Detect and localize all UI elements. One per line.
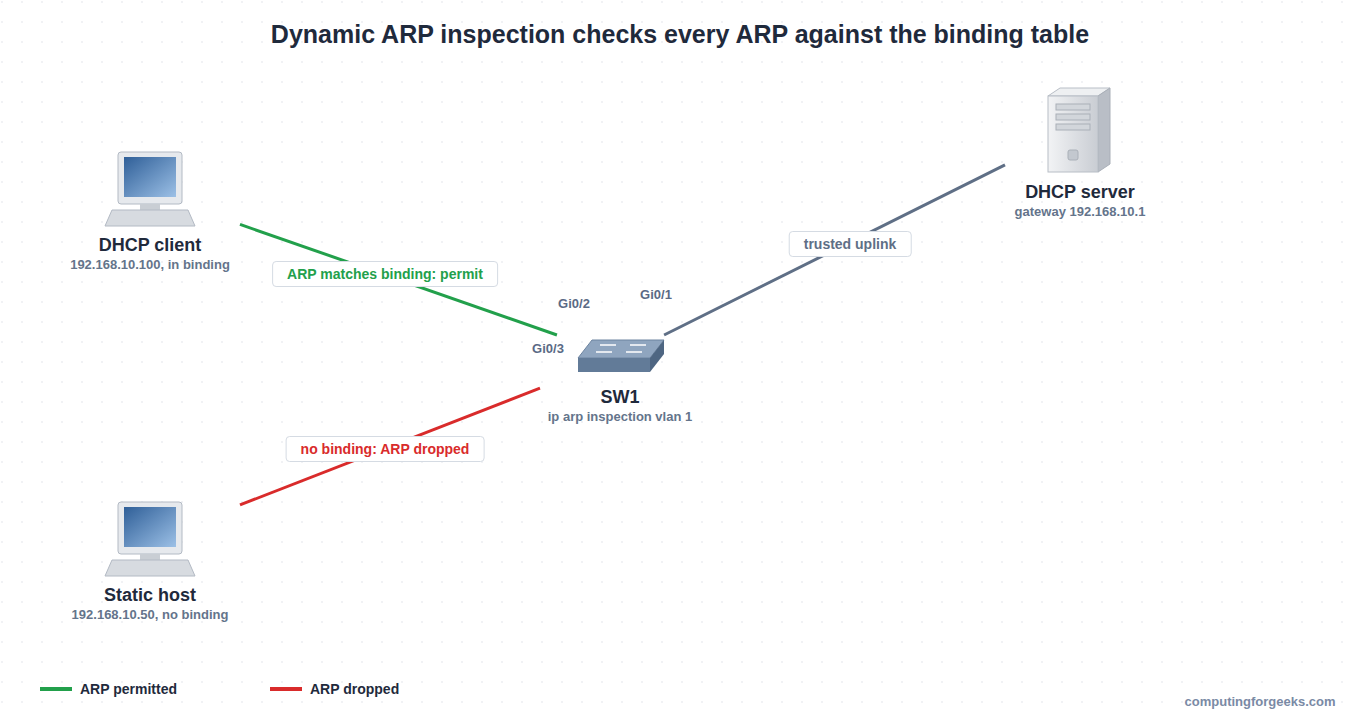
laptop-icon [105, 502, 195, 576]
legend-swatch [40, 687, 72, 691]
node-detail: 192.168.10.100, in binding [70, 256, 230, 274]
node-detail: gateway 192.168.10.1 [1015, 203, 1146, 221]
edge-label: trusted uplink [789, 231, 912, 257]
server-icon [1048, 88, 1110, 172]
server-node: DHCP servergateway 192.168.10.1 [1005, 85, 1155, 225]
diagram-title: Dynamic ARP inspection checks every ARP … [0, 20, 1360, 49]
edge-label: no binding: ARP dropped [286, 436, 485, 462]
node-title: Static host [104, 584, 196, 606]
port-label: Gi0/2 [558, 296, 590, 311]
node-detail: ip arp inspection vlan 1 [548, 408, 692, 426]
link-line [664, 165, 1005, 335]
laptop-icon [105, 152, 195, 226]
node-title: SW1 [600, 386, 639, 408]
legend-text: ARP dropped [310, 681, 399, 697]
port-label: Gi0/3 [532, 341, 564, 356]
switch-icon [578, 340, 664, 372]
legend-item: ARP dropped [270, 681, 399, 697]
legend-swatch [270, 687, 302, 691]
link-line [240, 388, 540, 505]
switch-node: SW1ip arp inspection vlan 1 [540, 335, 700, 430]
watermark: computingforgeeks.com [1185, 694, 1336, 709]
node-detail: 192.168.10.50, no binding [72, 606, 229, 624]
node-title: DHCP server [1025, 181, 1135, 203]
link-line [240, 224, 557, 335]
node-title: DHCP client [99, 234, 202, 256]
edge-label: ARP matches binding: permit [272, 261, 498, 287]
legend-text: ARP permitted [80, 681, 177, 697]
port-label: Gi0/1 [640, 287, 672, 302]
host-node: Static host192.168.10.50, no binding [60, 498, 240, 628]
client-node: DHCP client192.168.10.100, in binding [60, 148, 240, 278]
legend-item: ARP permitted [40, 681, 177, 697]
